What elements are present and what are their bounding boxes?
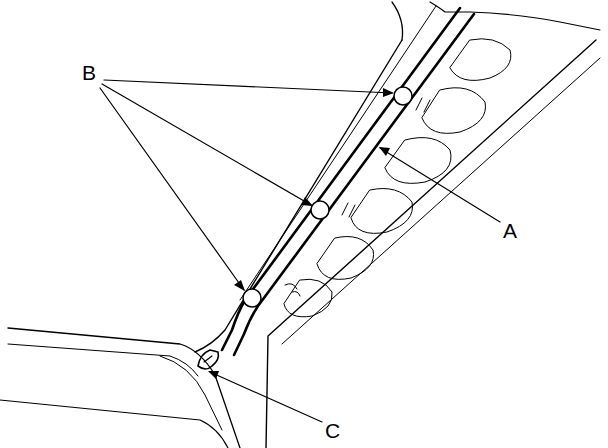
callout-letter: A — [501, 220, 519, 241]
callout-letter: C — [323, 420, 342, 441]
callout-letter: B — [80, 62, 98, 83]
